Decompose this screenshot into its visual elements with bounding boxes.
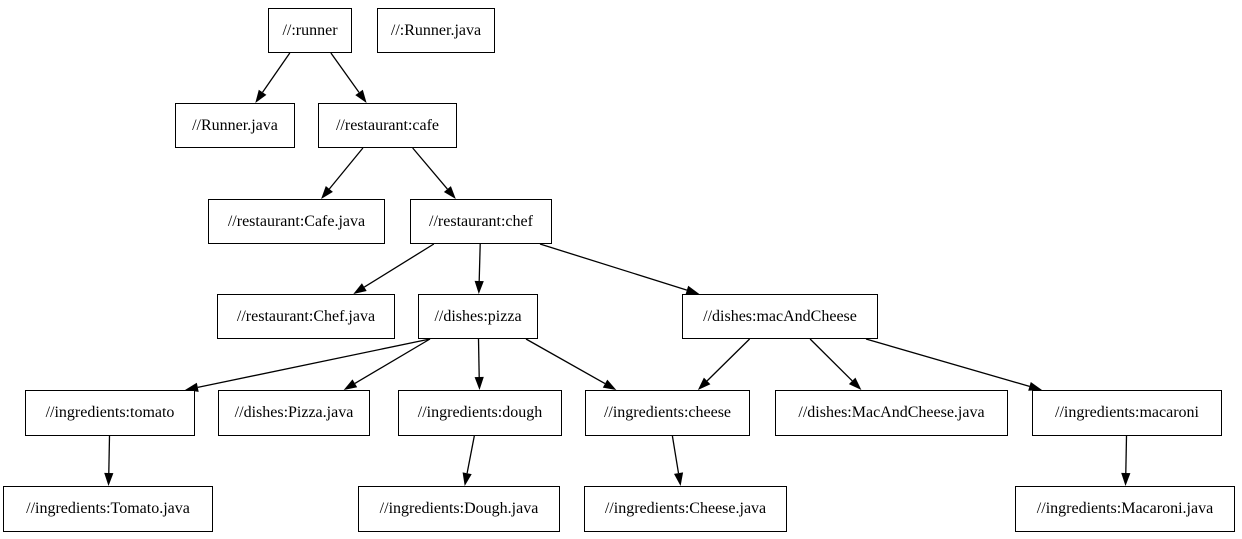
graph-node-dough-java: //ingredients:Dough.java: [358, 486, 560, 532]
arrowhead-cafe-to-chef: [443, 186, 456, 199]
edge-cafe-to-cafe_java: [328, 147, 364, 190]
edge-macandcheese-to-macaroni: [865, 338, 1030, 388]
graph-node-runner: //:runner: [268, 8, 352, 53]
arrowhead-macandcheese-to-macaroni: [1028, 382, 1042, 391]
graph-node-tomato: //ingredients:tomato: [25, 390, 195, 436]
edge-macandcheese-to-macandcheese_java: [809, 338, 853, 382]
graph-node-chef-java: //restaurant:Chef.java: [217, 294, 395, 339]
graph-node-pizza-java: //dishes:Pizza.java: [218, 390, 370, 436]
arrowhead-chef-to-chef_java: [353, 283, 367, 294]
arrowhead-pizza-to-dough: [474, 376, 484, 390]
graph-node-macaroni: //ingredients:macaroni: [1032, 390, 1222, 436]
arrowhead-runner-to-cafe: [355, 89, 367, 103]
graph-node-cafe-java: //restaurant:Cafe.java: [208, 199, 385, 244]
arrowhead-dough-to-dough_java: [462, 472, 472, 486]
arrowhead-tomato-to-tomato_java: [104, 472, 114, 486]
graph-node-macaroni-java: //ingredients:Macaroni.java: [1015, 486, 1235, 532]
edge-cheese-to-cheese_java: [671, 435, 680, 474]
arrowhead-macaroni-to-macaroni_java: [1121, 472, 1131, 486]
graph-node-pizza: //dishes:pizza: [418, 294, 538, 339]
edge-chef-to-macandcheese: [539, 243, 688, 291]
graph-node-cheese: //ingredients:cheese: [585, 390, 750, 436]
edge-pizza-to-pizza_java: [354, 338, 431, 384]
edge-pizza-to-cheese: [525, 338, 606, 385]
graph-node-macandcheese-java: //dishes:MacAndCheese.java: [775, 390, 1008, 436]
arrowhead-cafe-to-cafe_java: [321, 186, 333, 199]
graph-node-dough: //ingredients:dough: [398, 390, 562, 436]
edge-tomato-to-tomato_java: [108, 435, 111, 474]
arrowhead-macandcheese-to-macandcheese_java: [848, 377, 862, 390]
edge-runner-to-cafe: [330, 52, 360, 93]
graph-node-tomato-java: //ingredients:Tomato.java: [3, 486, 213, 532]
arrowhead-chef-to-pizza: [474, 280, 484, 294]
edge-macandcheese-to-cheese: [706, 338, 751, 382]
graph-node-macandcheese: //dishes:macAndCheese: [682, 294, 878, 339]
graph-node-chef: //restaurant:chef: [410, 199, 552, 244]
graph-node-cheese-java: //ingredients:Cheese.java: [584, 486, 787, 532]
arrowhead-pizza-to-pizza_java: [343, 379, 358, 390]
edge-runner-to-runner_java: [262, 52, 291, 93]
graph-node-cafe: //restaurant:cafe: [318, 103, 457, 148]
arrowhead-runner-to-runner_java: [255, 89, 267, 103]
arrowhead-pizza-to-tomato: [185, 382, 199, 392]
graph-node-runner-java: //Runner.java: [175, 103, 295, 148]
arrowhead-chef-to-macandcheese: [685, 285, 700, 295]
arrowhead-macandcheese-to-cheese: [697, 377, 711, 390]
edge-cafe-to-chef: [412, 147, 448, 190]
edge-chef-to-pizza: [478, 243, 481, 282]
edge-dough-to-dough_java: [466, 435, 475, 474]
edge-chef-to-chef_java: [363, 243, 435, 288]
edge-macaroni-to-macaroni_java: [1125, 435, 1128, 474]
arrowhead-cheese-to-cheese_java: [674, 472, 684, 486]
graph-node-runner-java-top: //:Runner.java: [377, 8, 495, 53]
edge-pizza-to-tomato: [197, 338, 431, 389]
arrowhead-pizza-to-cheese: [602, 379, 617, 390]
edge-pizza-to-dough: [477, 338, 480, 378]
